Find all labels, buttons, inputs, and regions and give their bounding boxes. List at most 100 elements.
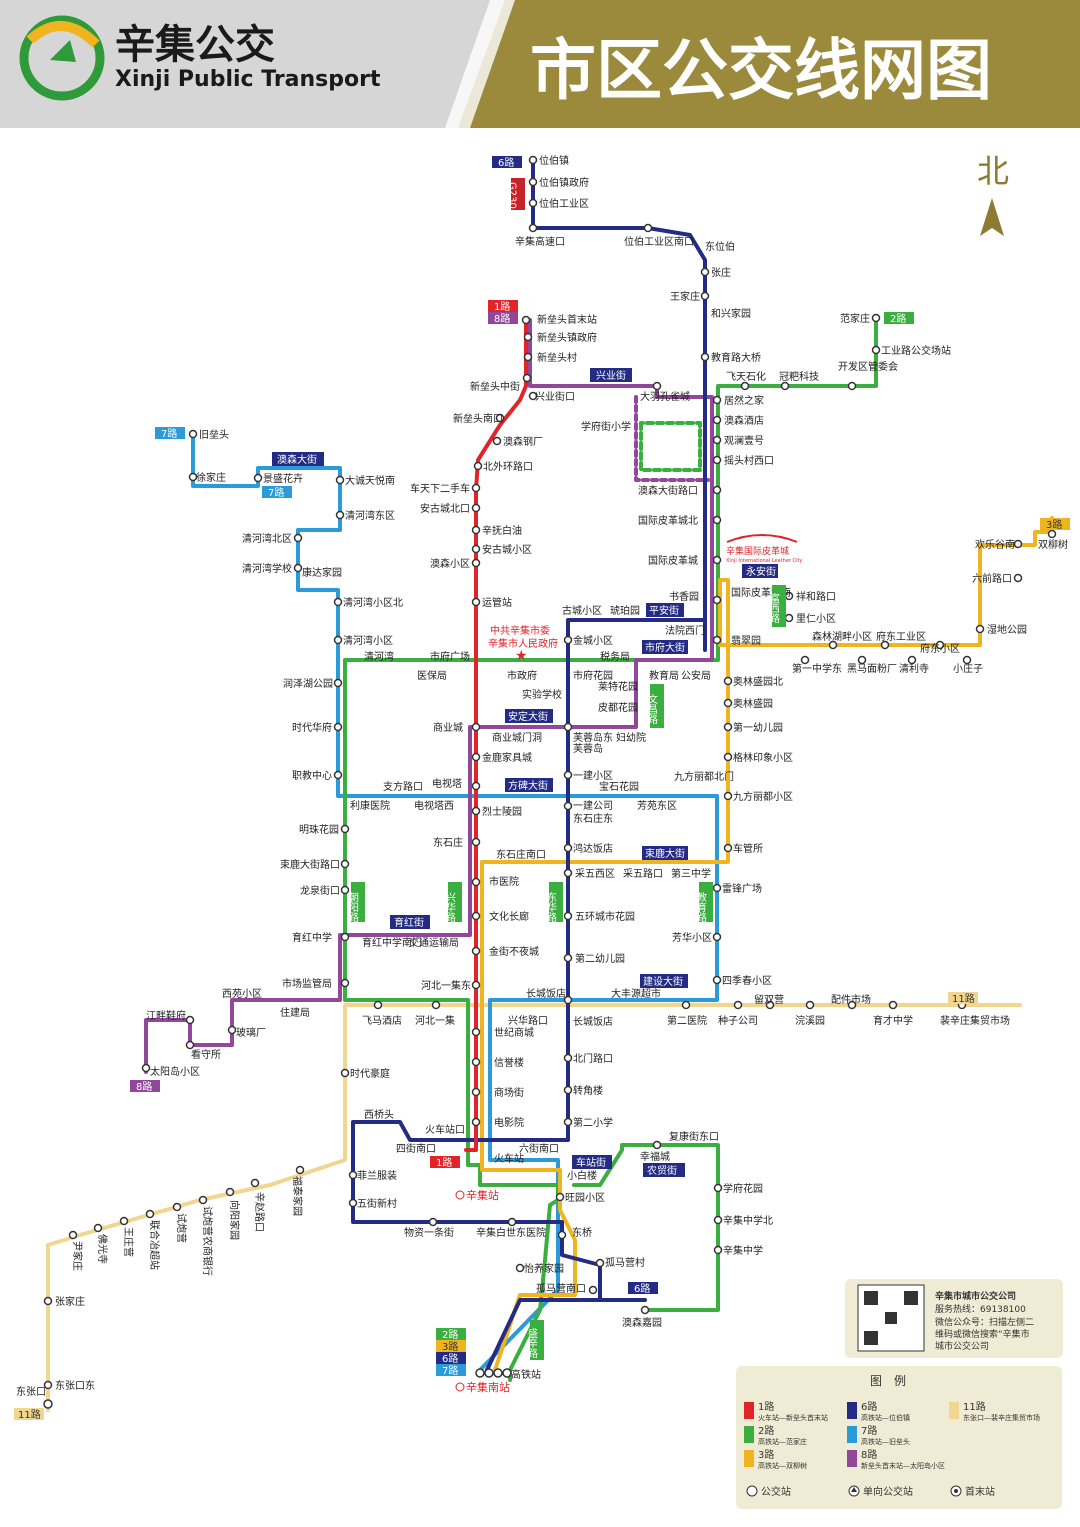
station-dot[interactable] [563,868,573,878]
station-dot[interactable] [780,381,790,391]
station-dot[interactable] [172,1202,182,1212]
station-dot[interactable] [784,613,794,623]
station-dot[interactable] [712,395,722,405]
station-dot[interactable] [595,1258,605,1268]
station-dot[interactable] [962,655,972,665]
station-dot[interactable] [733,1000,743,1010]
station-dot[interactable] [225,1187,235,1197]
station-dot[interactable] [93,1223,103,1233]
station-dot[interactable] [471,911,481,921]
station-dot[interactable] [713,1245,723,1255]
station-dot[interactable] [471,597,481,607]
station-dot[interactable] [484,1368,494,1378]
station-dot[interactable] [681,1000,691,1010]
station-dot[interactable] [828,640,838,650]
station-dot[interactable] [295,1165,305,1175]
station-dot[interactable] [765,1000,775,1010]
station-dot[interactable] [471,1057,481,1067]
station-dot[interactable] [293,563,303,573]
station-dot[interactable] [333,722,343,732]
station-dot[interactable] [528,177,538,187]
station-dot[interactable] [250,1178,260,1188]
station-dot[interactable] [880,640,890,650]
station-dot[interactable] [471,525,481,535]
station-dot[interactable] [563,1117,573,1127]
station-dot[interactable] [712,555,722,565]
station-dot[interactable] [871,313,881,323]
station-dot[interactable] [1013,539,1023,549]
station-dot[interactable] [373,1000,383,1010]
station-dot[interactable] [471,483,481,493]
station-dot[interactable] [515,1263,525,1273]
station-dot[interactable] [588,1285,598,1295]
station-dot[interactable] [335,475,345,485]
station-dot[interactable] [340,1068,350,1078]
station-dot[interactable] [471,722,481,732]
station-dot[interactable] [495,413,505,423]
station-dot[interactable] [521,315,531,325]
station-dot[interactable] [293,533,303,543]
station-dot[interactable] [340,978,350,988]
station-dot[interactable] [563,911,573,921]
station-dot[interactable] [471,752,481,762]
station-dot[interactable] [805,1000,815,1010]
station-dot[interactable] [428,1217,438,1227]
station-dot[interactable] [253,473,263,483]
station-dot[interactable] [563,995,573,1005]
station-dot[interactable] [935,640,945,650]
station-dot[interactable] [700,291,710,301]
station-dot[interactable] [471,781,481,791]
station-dot[interactable] [847,1000,857,1010]
station-dot[interactable] [700,352,710,362]
station-dot[interactable] [528,198,538,208]
station-dot[interactable] [431,1000,441,1010]
station-dot[interactable] [907,655,917,665]
station-dot[interactable] [712,415,722,425]
station-dot[interactable] [473,461,483,471]
station-dot[interactable] [975,624,985,634]
station-dot[interactable] [492,436,502,446]
station-dot[interactable] [712,515,722,525]
station-dot[interactable] [141,1063,151,1073]
station-dot[interactable] [857,655,867,665]
station-dot[interactable] [800,655,810,665]
station-dot[interactable] [340,824,350,834]
station-dot[interactable] [712,435,722,445]
station-dot[interactable] [185,1015,195,1025]
station-dot[interactable] [1013,573,1023,583]
station-dot[interactable] [522,373,532,383]
station-dot[interactable] [712,455,722,465]
station-dot[interactable] [471,806,481,816]
station-dot[interactable] [333,635,343,645]
station-dot[interactable] [471,544,481,554]
station-dot[interactable] [471,1117,481,1127]
station-dot[interactable] [528,155,538,165]
station-dot[interactable] [723,698,733,708]
station-dot[interactable] [563,635,573,645]
station-dot[interactable] [712,485,722,495]
station-dot[interactable] [563,1053,573,1063]
station-dot[interactable] [475,1368,485,1378]
station-dot[interactable] [43,1399,53,1409]
station-dot[interactable] [712,883,722,893]
station-dot[interactable] [563,801,573,811]
station-dot[interactable] [740,381,750,391]
station-dot[interactable] [335,510,345,520]
station-dot[interactable] [493,1368,503,1378]
station-dot[interactable] [723,791,733,801]
station-dot[interactable] [471,980,481,990]
station-dot[interactable] [471,1087,481,1097]
station-dot[interactable] [563,953,573,963]
station-dot[interactable] [652,381,662,391]
station-dot[interactable] [712,595,722,605]
station-dot[interactable] [185,1040,195,1050]
station-dot[interactable] [471,503,481,513]
station-dot[interactable] [348,1170,358,1180]
station-dot[interactable] [528,391,538,401]
station-dot[interactable] [712,975,722,985]
station-dot[interactable] [700,267,710,277]
station-dot[interactable] [723,752,733,762]
station-dot[interactable] [643,223,653,233]
station-dot[interactable] [43,1296,53,1306]
station-dot[interactable] [188,429,198,439]
